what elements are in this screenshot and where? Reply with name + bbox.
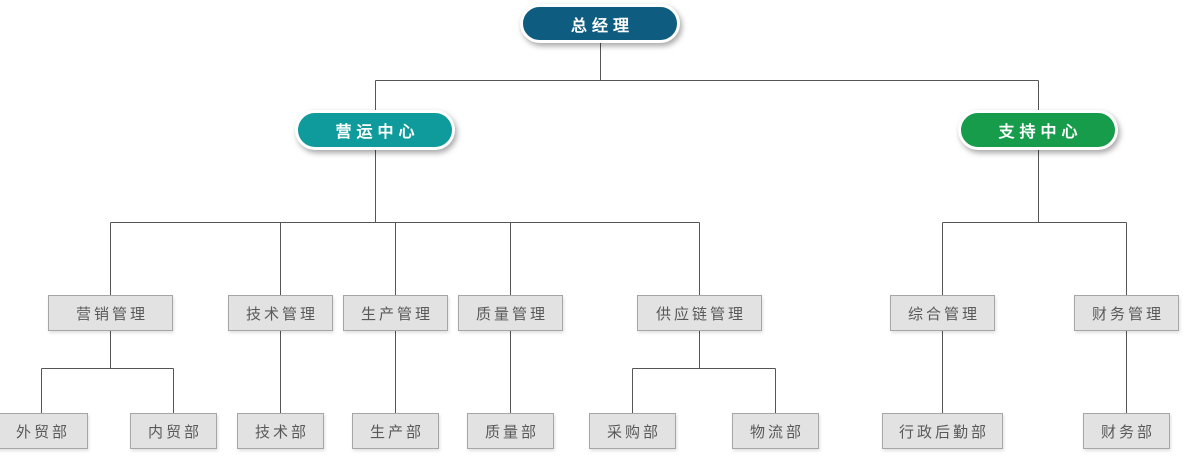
node-label: 技术管理: [245, 305, 318, 323]
node-technical-dept[interactable]: 技术部: [237, 413, 324, 449]
node-foreign-trade-dept[interactable]: 外贸部: [0, 413, 88, 449]
node-label: 技术部: [254, 423, 309, 441]
node-label: 质量部: [484, 423, 539, 441]
node-general-management[interactable]: 综合管理: [890, 295, 995, 331]
node-supply-chain-management[interactable]: 供应链管理: [637, 295, 762, 331]
node-finance-dept[interactable]: 财务部: [1083, 413, 1170, 449]
node-label: 供应链管理: [655, 305, 746, 323]
node-label: 外贸部: [15, 423, 70, 441]
node-production-management[interactable]: 生产管理: [343, 295, 448, 331]
node-label: 营运中心: [335, 124, 420, 141]
node-label: 质量管理: [475, 305, 548, 323]
node-support-center[interactable]: 支持中心: [958, 110, 1118, 150]
node-quality-management[interactable]: 质量管理: [458, 295, 563, 331]
node-general-manager[interactable]: 总经理: [520, 4, 680, 43]
node-label: 采购部: [606, 423, 661, 441]
node-label: 物流部: [749, 423, 804, 441]
node-purchasing-dept[interactable]: 采购部: [589, 413, 676, 449]
node-admin-support-dept[interactable]: 行政后勤部: [882, 413, 1003, 449]
node-label: 内贸部: [147, 423, 202, 441]
node-logistics-dept[interactable]: 物流部: [732, 413, 819, 449]
node-label: 营销管理: [75, 305, 148, 323]
node-label: 行政后勤部: [898, 423, 989, 441]
node-label: 财务部: [1100, 423, 1155, 441]
node-finance-management[interactable]: 财务管理: [1074, 295, 1179, 331]
node-label: 支持中心: [998, 124, 1083, 141]
node-marketing-management[interactable]: 营销管理: [48, 295, 173, 331]
node-label: 综合管理: [907, 305, 980, 323]
node-label: 生产部: [369, 423, 424, 441]
node-label: 财务管理: [1091, 305, 1164, 323]
node-domestic-trade-dept[interactable]: 内贸部: [130, 413, 217, 449]
node-operations-center[interactable]: 营运中心: [295, 110, 455, 150]
node-technical-management[interactable]: 技术管理: [228, 295, 333, 331]
node-quality-dept[interactable]: 质量部: [467, 413, 554, 449]
node-label: 总经理: [570, 17, 634, 35]
node-production-dept[interactable]: 生产部: [352, 413, 439, 449]
node-label: 生产管理: [360, 305, 433, 323]
